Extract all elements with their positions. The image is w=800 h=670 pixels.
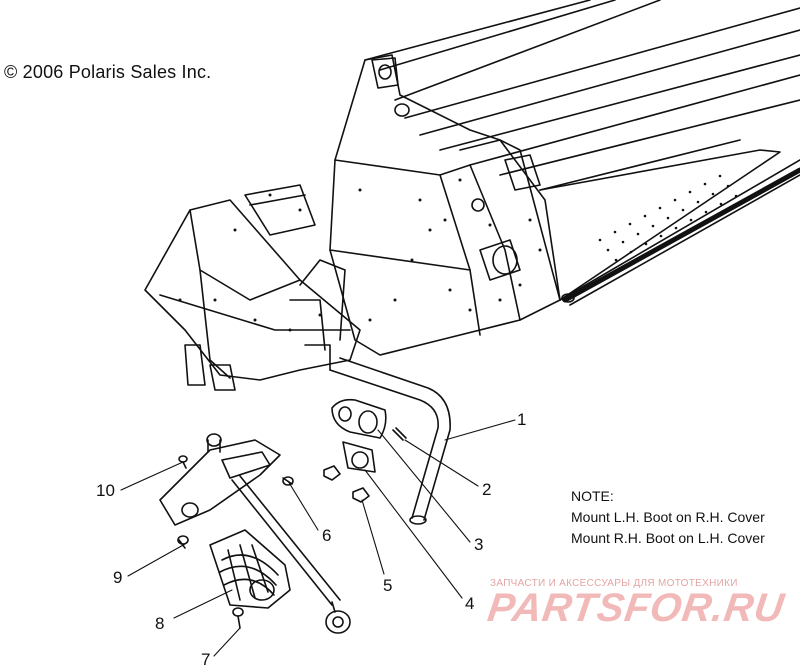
callout-6: 6	[322, 526, 332, 545]
note-line-2: Mount R.H. Boot on L.H. Cover	[571, 530, 765, 546]
panel-rivets	[358, 178, 542, 322]
part-5-nuts	[323, 465, 370, 503]
bulkhead-side-panel	[329, 54, 561, 356]
callout-1: 1	[517, 410, 527, 429]
watermark-logo: PARTSFOR.RU	[484, 586, 788, 630]
part-6-steering-rod	[231, 475, 351, 634]
callout-4: 4	[465, 594, 475, 613]
part-8-boot	[209, 529, 291, 609]
callout-2: 2	[482, 480, 492, 499]
callout-8: 8	[155, 614, 165, 633]
note-line-1: Mount L.H. Boot on R.H. Cover	[571, 509, 765, 525]
callout-3: 3	[474, 535, 484, 554]
part-9-screw	[177, 535, 189, 549]
chassis-rivets	[178, 193, 322, 332]
note-heading: NOTE:	[571, 488, 614, 504]
part-1-tube	[329, 357, 451, 525]
callout-10: 10	[96, 481, 115, 500]
front-chassis-bracket	[144, 184, 361, 391]
leader-lines	[120, 419, 516, 657]
running-board	[539, 149, 800, 306]
callout-5: 5	[383, 576, 393, 595]
part-4-clamp-lower	[342, 441, 376, 473]
part-7-screw	[232, 607, 244, 629]
callout-9: 9	[113, 568, 123, 587]
copyright-text: © 2006 Polaris Sales Inc.	[4, 62, 212, 82]
tunnel-rails	[364, 0, 800, 191]
running-board-holes	[598, 174, 738, 262]
callout-7: 7	[201, 650, 211, 669]
part-2-pin	[392, 427, 407, 441]
part-3-clamp-upper	[331, 398, 387, 439]
watermark-tagline: ЗАПЧАСТИ И АКСЕССУАРЫ ДЛЯ МОТОТЕХНИКИ	[490, 578, 738, 589]
part-cover-plate	[159, 433, 281, 526]
mounting-note: NOTE: Mount L.H. Boot on R.H. Cover Moun…	[571, 486, 765, 549]
